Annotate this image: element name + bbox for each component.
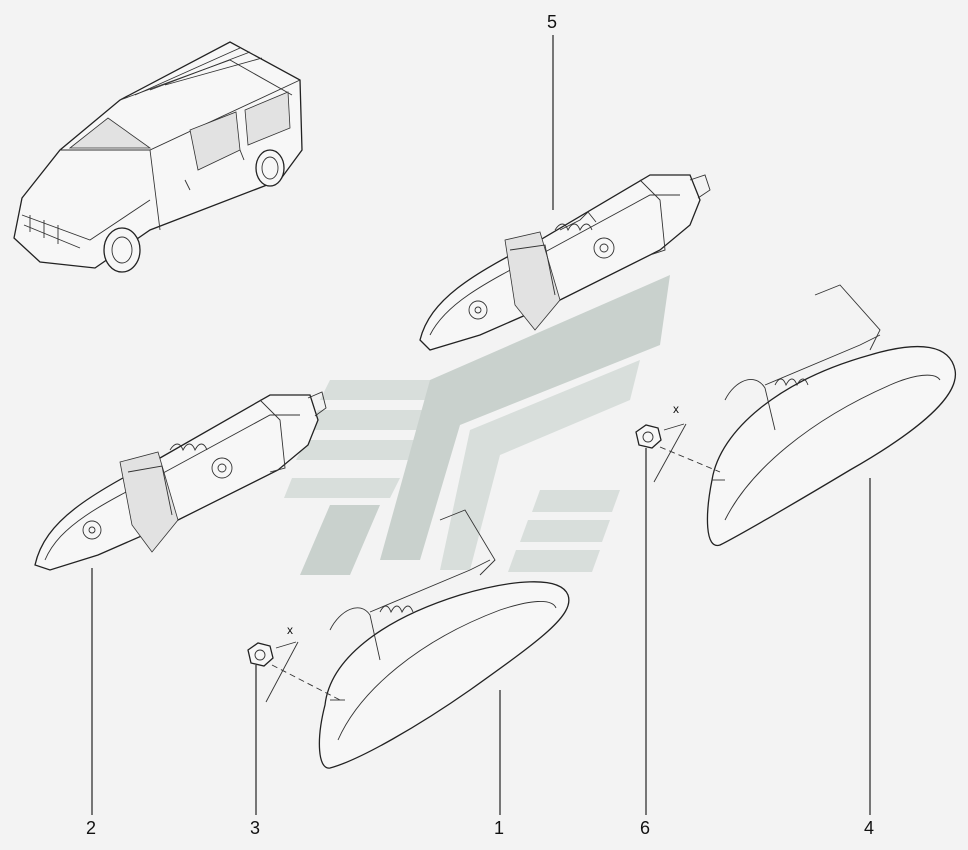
- vehicle-thumbnail: [13, 41, 303, 273]
- part-2-handle-mechanism: [34, 391, 327, 571]
- callout-6: 6: [640, 818, 650, 838]
- dimension-mark-x-left: x: [287, 623, 293, 637]
- part-6-nut: x: [635, 402, 721, 483]
- watermark-logo: [284, 275, 670, 575]
- callout-3: 3: [250, 818, 260, 838]
- leader-lines: [91, 35, 871, 815]
- part-5-handle-mechanism: [419, 174, 711, 351]
- dimension-mark-x-right: x: [673, 402, 679, 416]
- part-3-nut: x: [247, 623, 341, 703]
- part-4-outer-handle: [706, 284, 957, 546]
- callout-2: 2: [86, 818, 96, 838]
- callout-4: 4: [864, 818, 874, 838]
- part-1-outer-handle: [318, 509, 570, 769]
- callout-1: 1: [494, 818, 504, 838]
- callout-labels: 5 2 3 1 6 4: [86, 12, 874, 838]
- callout-5: 5: [547, 12, 557, 32]
